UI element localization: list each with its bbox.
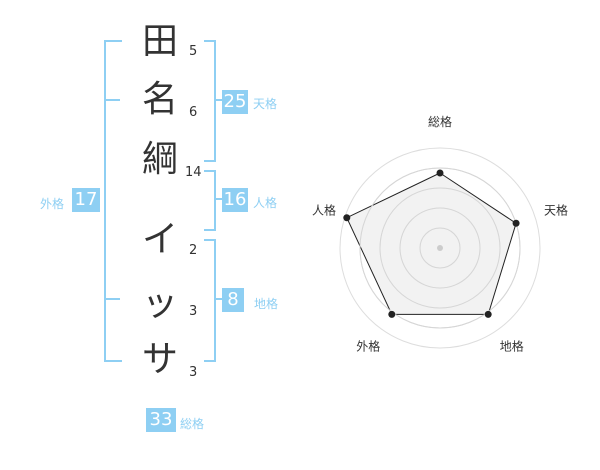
name-char-2: 名: [141, 79, 178, 120]
stroke-count-6: 3: [189, 365, 198, 380]
ten-connector: [214, 99, 222, 101]
radar-data-point: [343, 214, 351, 222]
name-char-4: イ: [141, 219, 178, 260]
name-char-3: 綱: [141, 139, 178, 180]
stroke-count-4: 2: [189, 243, 198, 258]
radar-grid-ring-inner: [399, 207, 481, 289]
radar-grid-ring-inner: [359, 167, 521, 329]
outer-bracket-tick: [104, 99, 120, 101]
radar-center-dot: [437, 245, 443, 251]
radar-series-polygon: [346, 172, 517, 315]
jin-label: 人格: [253, 196, 278, 210]
ten-label: 天格: [253, 97, 278, 111]
name-char-1: 田: [141, 21, 178, 62]
radar-data-point: [512, 219, 520, 227]
chi-badge: 8: [222, 288, 244, 312]
jin-connector: [214, 198, 222, 200]
radar-axis-label: 天格: [544, 202, 568, 217]
ten-badge: 25: [222, 90, 248, 114]
radar-data-point: [436, 169, 444, 177]
jin-bracket: [204, 170, 216, 231]
chi-connector: [214, 298, 222, 300]
stroke-count-5: 3: [189, 304, 198, 319]
radar-data-point: [484, 310, 492, 318]
gai-label: 外格: [40, 197, 65, 211]
so-badge: 33: [146, 408, 176, 432]
outer-bracket-tick: [104, 298, 120, 300]
radar-axis-label: 総格: [428, 114, 452, 129]
radar-grid-ring-inner: [379, 187, 501, 309]
ten-bracket: [204, 40, 216, 162]
so-label: 総格: [180, 417, 205, 431]
stroke-count-3: 14: [185, 165, 202, 180]
outer-bracket: [104, 40, 122, 362]
chi-label: 地格: [254, 297, 279, 311]
radar-data-point: [388, 310, 396, 318]
name-char-5: ッ: [141, 283, 178, 324]
radar-axis-label: 地格: [500, 339, 524, 354]
radar-axis-label: 外格: [356, 339, 380, 354]
stroke-count-1: 5: [189, 44, 198, 59]
radar-grid-ring-inner: [419, 227, 461, 269]
gai-badge: 17: [72, 188, 100, 212]
jin-badge: 16: [222, 188, 248, 212]
chi-bracket: [204, 239, 216, 362]
radar-axis-label: 人格: [312, 202, 336, 217]
name-char-6: サ: [141, 339, 178, 380]
stroke-count-2: 6: [189, 105, 198, 120]
